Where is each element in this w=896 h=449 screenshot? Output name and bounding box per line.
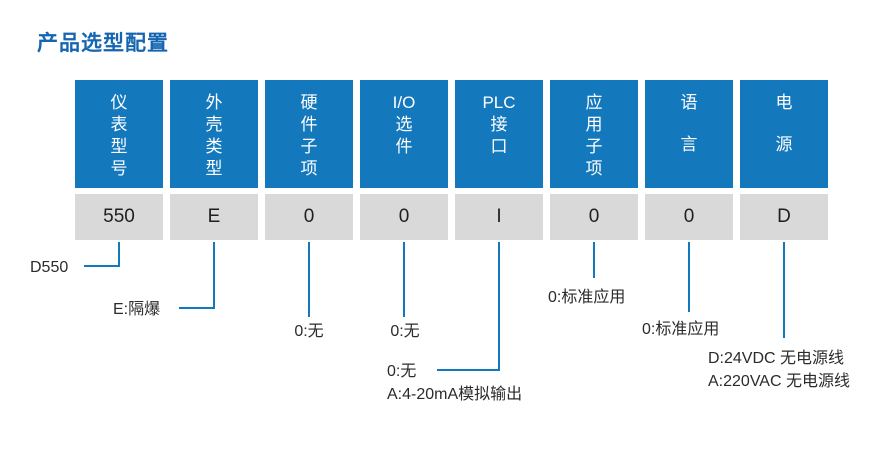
- column-header-enclosure-type: 外壳类型: [170, 80, 258, 188]
- code-cell-enclosure-type: E: [170, 194, 258, 240]
- connector-application-vertical: [593, 242, 595, 278]
- code-cell-power: D: [740, 194, 828, 240]
- connector-plc-vertical: [498, 242, 500, 371]
- legend-application: 0:标准应用: [548, 289, 626, 306]
- connector-language-vertical: [688, 242, 690, 312]
- connector-model-vertical: [118, 242, 120, 267]
- code-cell-language: 0: [645, 194, 733, 240]
- column-instrument-model: 仪表型号 550: [75, 80, 163, 240]
- connector-housing-horizontal: [179, 307, 215, 309]
- legend-power-option-2: A:220VAC 无电源线: [708, 373, 850, 390]
- column-language: 语言 0: [645, 80, 733, 240]
- page-title: 产品选型配置: [37, 32, 169, 55]
- connector-hardware-vertical: [308, 242, 310, 317]
- legend-plc: 0:无 A:4-20mA模拟输出: [387, 360, 522, 406]
- code-cell-application-subitem: 0: [550, 194, 638, 240]
- column-hardware-subitem: 硬件子项 0: [265, 80, 353, 240]
- code-cell-instrument-model: 550: [75, 194, 163, 240]
- code-cell-io-option: 0: [360, 194, 448, 240]
- column-header-application-subitem: 应用子项: [550, 80, 638, 188]
- column-application-subitem: 应用子项 0: [550, 80, 638, 240]
- legend-hardware: 0:无: [294, 323, 324, 340]
- legend-model: D550: [30, 259, 69, 276]
- column-enclosure-type: 外壳类型 E: [170, 80, 258, 240]
- column-header-language: 语言: [645, 80, 733, 188]
- connector-model-horizontal: [84, 265, 120, 267]
- connector-power-vertical: [783, 242, 785, 338]
- column-header-power: 电源: [740, 80, 828, 188]
- legend-housing: E:隔爆: [113, 301, 161, 318]
- legend-plc-option-1: 0:无: [387, 363, 417, 380]
- connector-housing-vertical: [213, 242, 215, 309]
- connector-io-vertical: [403, 242, 405, 317]
- column-header-hardware-subitem: 硬件子项: [265, 80, 353, 188]
- legend-io: 0:无: [390, 323, 420, 340]
- legend-plc-option-2: A:4-20mA模拟输出: [387, 386, 523, 403]
- connector-plc-horizontal: [437, 369, 500, 371]
- legend-language: 0:标准应用: [642, 321, 720, 338]
- legend-power: D:24VDC 无电源线 A:220VAC 无电源线: [708, 347, 850, 393]
- legend-power-option-1: D:24VDC 无电源线: [708, 350, 845, 367]
- code-cell-hardware-subitem: 0: [265, 194, 353, 240]
- code-cell-plc-interface: I: [455, 194, 543, 240]
- column-power: 电源 D: [740, 80, 828, 240]
- column-header-instrument-model: 仪表型号: [75, 80, 163, 188]
